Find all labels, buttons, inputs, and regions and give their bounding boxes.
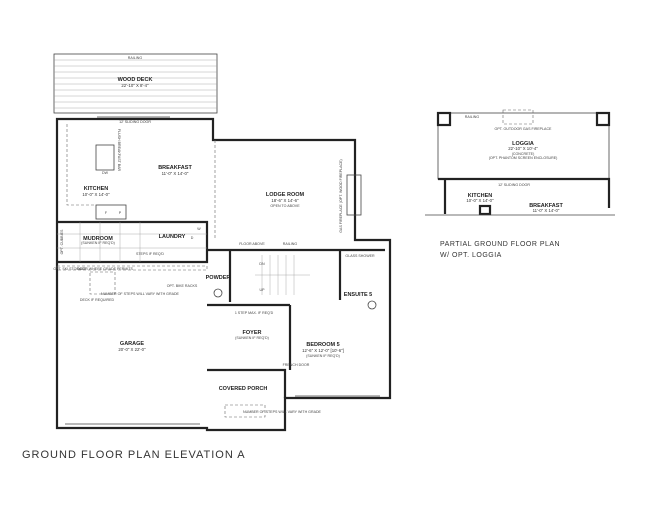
breakfast-name: BREAKFAST: [158, 165, 192, 171]
powder-name: POWDER: [206, 275, 231, 281]
garage-name: GARAGE: [120, 341, 144, 347]
ensuite-sink: [367, 300, 377, 310]
pantry-label: P: [119, 211, 122, 215]
bedroom-note: (SUNKEN IF REQ'D): [306, 354, 340, 358]
plan-title: GROUND FLOOR PLAN ELEVATION A: [22, 449, 246, 461]
partial-kitchen-dims: 10'-0" X 14'-0": [466, 198, 494, 203]
porch-steps-note: NUMBER OF STEPS WILL VARY WITH GRADE: [243, 410, 322, 414]
loggia-railing-label: RAILING: [465, 115, 480, 119]
breakfast-dims: 11'-0" X 14'-0": [162, 171, 189, 176]
fridge-pantry: [95, 204, 127, 220]
ensuite-name: ENSUITE 5: [344, 292, 372, 298]
dryer-label: D: [191, 236, 194, 240]
covered-porch-name: COVERED PORCH: [219, 386, 268, 392]
fridge-label: F: [105, 211, 108, 215]
opt-bike-label: OPT. BIKE RACKS: [167, 284, 198, 288]
partial-plan-caption-1: PARTIAL GROUND FLOOR PLAN: [440, 241, 560, 248]
steps-if-reqd-label: STEPS IF REQ'D: [136, 252, 164, 256]
outdoor-fireplace-label: OPT. OUTDOOR GAS FIREPLACE: [495, 127, 553, 131]
deck-if-required-label: DECK IF REQUIRED: [80, 298, 115, 302]
main-floor-plan: RAILING WOOD DECK 22'-10" X 8'-4" 12' SL…: [53, 53, 392, 432]
railing-label: RAILING: [283, 242, 298, 246]
bedroom-name: BEDROOM 5: [306, 342, 339, 348]
lodge-room-dims: 18'-6" X 14'-6": [271, 198, 299, 203]
garage-dims: 20'-0" X 22'-0": [118, 347, 146, 352]
dishwasher-label: DW: [102, 171, 109, 175]
kitchen-dims: 10'-0" X 14'-0": [82, 192, 110, 197]
laundry-name: LAUNDRY: [159, 234, 186, 240]
partial-breakfast-dims: 11'-0" X 14'-0": [533, 208, 560, 213]
door-where-label: DOOR WHERE GRADE PERMITS: [77, 267, 134, 271]
loggia-name: LOGGIA: [512, 141, 534, 147]
loggia-note2: (OPT. PHANTOM SCREEN ENCLOSURE): [489, 156, 558, 160]
step-max-label: 1 STEP MAX. IF REQ'D: [235, 311, 274, 315]
loggia-dims: 22'-10" X 10'-4": [508, 146, 538, 151]
bedroom-dims: 12'-6" X 12'-0" [10'-6"]: [302, 348, 344, 353]
partial-kitchen-name: KITCHEN: [468, 193, 492, 199]
flush-bar-label: FLUSH BREAKFAST BAR: [117, 129, 121, 172]
stair-down-label: DN: [259, 262, 265, 266]
wood-deck-dims: 22'-10" X 8'-4": [121, 83, 149, 88]
lodge-room-name: LODGE ROOM: [266, 192, 305, 198]
partial-breakfast-name: BREAKFAST: [529, 203, 563, 209]
french-door-label: FRENCH DOOR: [283, 363, 310, 367]
opt-ski-label: OPT. SKI STORAGE: [53, 267, 87, 271]
washer-label: W: [197, 227, 201, 231]
mudroom-note: (SUNKEN IF REQ'D): [81, 241, 115, 245]
fireplace: [346, 174, 362, 216]
partial-plan-caption-2: W/ OPT. LOGGIA: [440, 252, 502, 259]
stair-up-label: UP: [260, 288, 266, 292]
glass-shower-label: GLASS SHOWER: [345, 254, 375, 258]
kitchen-name: KITCHEN: [84, 186, 108, 192]
exterior-walls: [55, 117, 392, 432]
partial-floor-plan-loggia: RAILING OPT. OUTDOOR GAS FIREPLACE LOGGI…: [425, 109, 615, 259]
powder-sink: [213, 288, 223, 298]
lodge-room-note: OPEN TO ABOVE: [270, 204, 300, 208]
wood-deck-name: WOOD DECK: [118, 77, 153, 83]
loggia-note1: (CONCRETE): [512, 152, 535, 156]
kitchen-island-sink: [95, 144, 115, 171]
loggia-sliding-door-label: 12' SLIDING DOOR: [498, 183, 530, 187]
opt-cubbies-label: OPT. CUBBIES: [60, 229, 64, 254]
deck-railing-label: RAILING: [128, 56, 143, 60]
mudroom-name: MUDROOM: [83, 236, 113, 242]
wood-deck: RAILING WOOD DECK 22'-10" X 8'-4": [53, 53, 218, 114]
garage-steps-note: NUMBER OF STEPS WILL VARY WITH GRADE: [101, 292, 180, 296]
foyer-note: (SUNKEN IF REQ'D): [235, 336, 269, 340]
sliding-door-label: 12' SLIDING DOOR: [119, 120, 151, 124]
fireplace-label: GAS FIREPLACE (OPT. WOOD FIREPLACE): [339, 159, 343, 232]
floor-above-label: FLOOR ABOVE: [239, 242, 265, 246]
foyer-name: FOYER: [243, 330, 262, 336]
